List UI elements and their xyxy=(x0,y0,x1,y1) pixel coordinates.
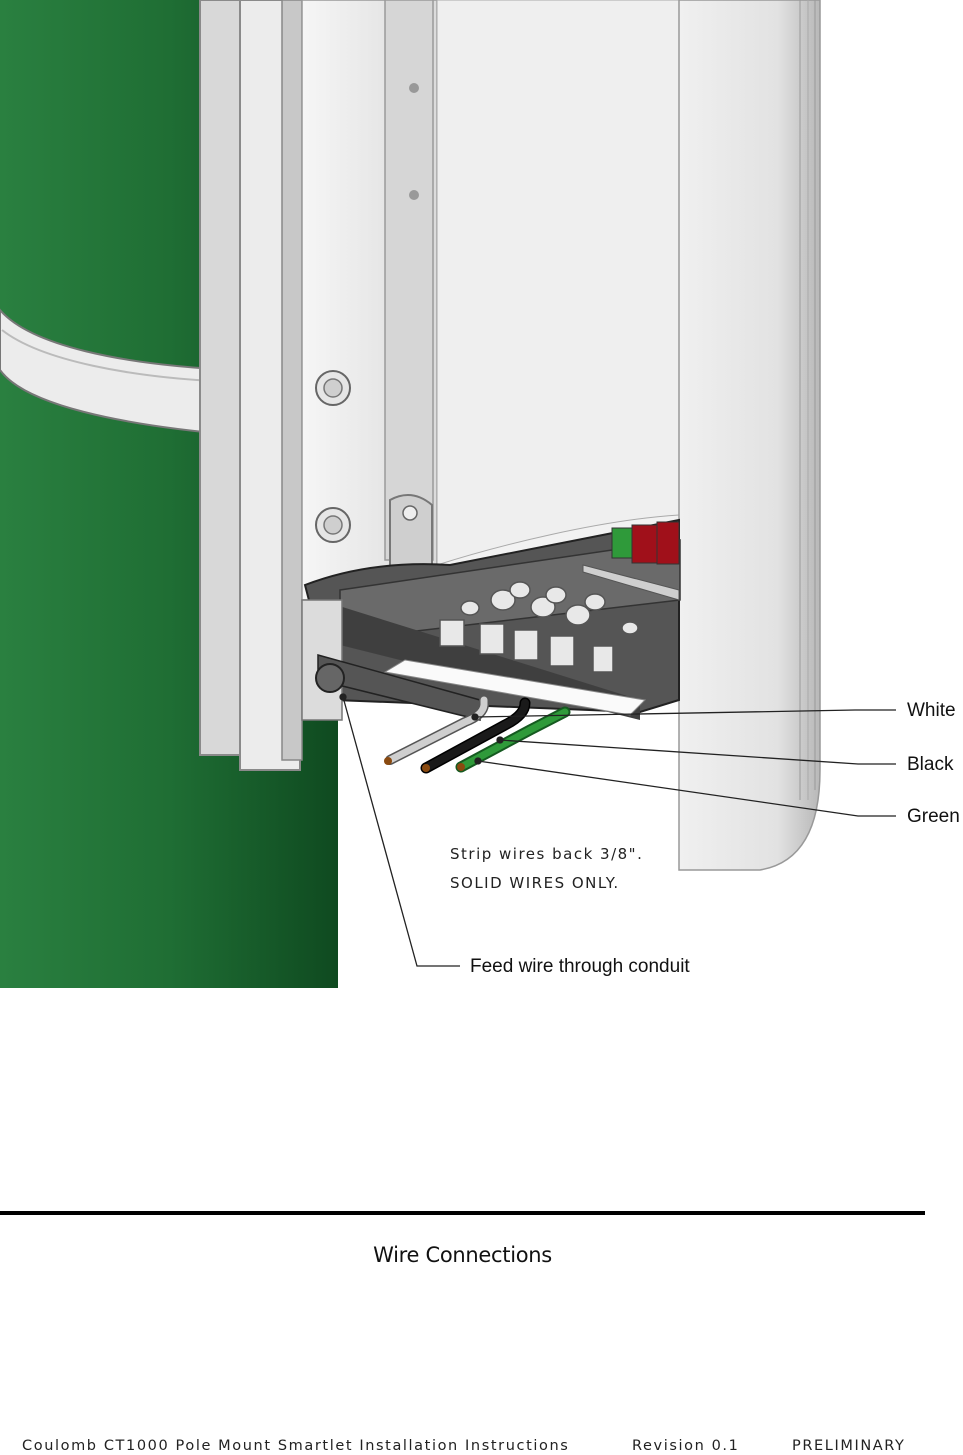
leader-line-green xyxy=(477,760,896,817)
conduit xyxy=(301,599,481,721)
smartlet-housing xyxy=(199,0,680,771)
leader-lines xyxy=(339,693,896,967)
callout-black: Black xyxy=(907,754,954,775)
strip-instruction: Strip wires back 3/8". xyxy=(450,845,644,863)
leader-line-white xyxy=(474,709,896,718)
bolt xyxy=(315,370,351,406)
wires xyxy=(384,695,571,774)
leader-line-feed xyxy=(342,696,460,967)
solid-wire-warning: SOLID WIRES ONLY. xyxy=(450,874,620,892)
footer-revision: Revision 0.1 xyxy=(632,1438,740,1454)
callout-white: White xyxy=(907,700,956,721)
callout-green: Green xyxy=(907,806,960,827)
figure-caption: Wire Connections xyxy=(373,1243,552,1267)
callout-feed-wire: Feed wire through conduit xyxy=(470,956,690,977)
bolt xyxy=(315,507,351,543)
housing-cover xyxy=(678,0,821,871)
electronics-board xyxy=(303,518,681,720)
wire-connection-illustration xyxy=(0,0,896,988)
leader-line-black xyxy=(499,739,896,765)
footer-document-title: Coulomb CT1000 Pole Mount Smartlet Insta… xyxy=(22,1438,570,1454)
horizontal-rule xyxy=(0,1211,925,1215)
footer-status: PRELIMINARY xyxy=(792,1438,906,1454)
